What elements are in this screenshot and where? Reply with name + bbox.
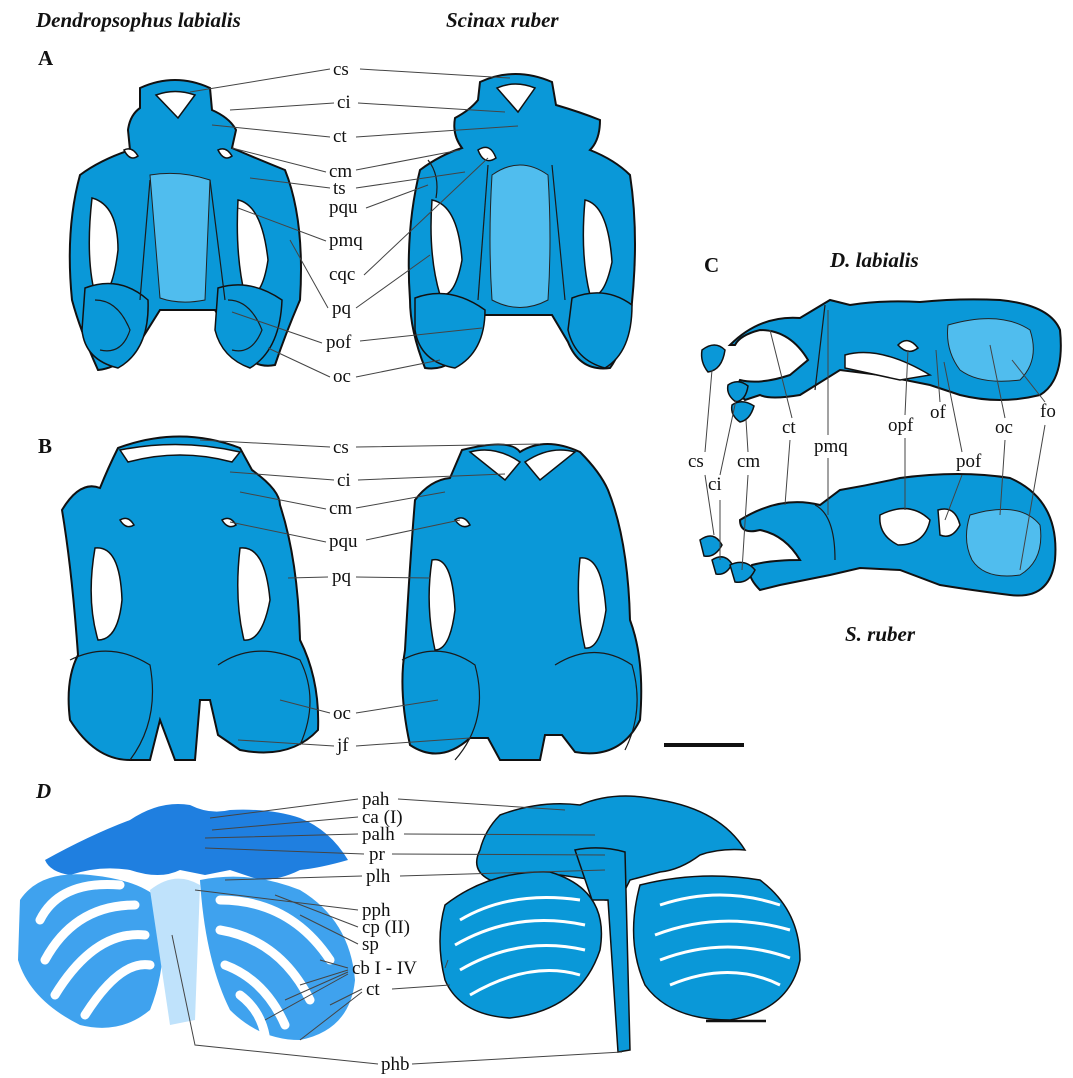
panel-label-d: D xyxy=(35,779,51,803)
panel-label-b: B xyxy=(38,434,52,458)
label-d-plh: plh xyxy=(366,866,391,887)
label-b-ci: ci xyxy=(337,470,351,491)
panel-c-dlabialis-lateral xyxy=(702,299,1061,422)
label-b-pq: pq xyxy=(332,566,352,587)
label-a-pof: pof xyxy=(326,332,352,353)
label-c-cm: cm xyxy=(737,451,760,472)
panel-b-sruber-skull xyxy=(402,444,641,760)
label-d-ct: ct xyxy=(366,979,380,1000)
label-a-pmq: pmq xyxy=(329,230,363,251)
panel-c-sruber-lateral xyxy=(700,474,1055,596)
label-b-jf: jf xyxy=(336,735,349,756)
label-a-pqu: pqu xyxy=(329,197,358,218)
label-c-pof: pof xyxy=(956,451,982,472)
label-c-of: of xyxy=(930,402,947,423)
label-b-cm: cm xyxy=(329,498,352,519)
label-a-ts: ts xyxy=(333,178,346,199)
panel-a-sruber-skull xyxy=(409,74,635,369)
label-a-cqc: cqc xyxy=(329,264,355,285)
label-a-pq: pq xyxy=(332,298,352,319)
label-b-pqu: pqu xyxy=(329,531,358,552)
label-c-oc: oc xyxy=(995,417,1013,438)
label-c-cs: cs xyxy=(688,451,704,472)
label-a-cs: cs xyxy=(333,59,349,80)
title-c-dlabialis: D. labialis xyxy=(829,248,919,272)
title-c-sruber: S. ruber xyxy=(845,622,916,646)
label-a-ct: ct xyxy=(333,126,347,147)
label-b-oc: oc xyxy=(333,703,351,724)
label-c-ct: ct xyxy=(782,417,796,438)
panel-b-dlabialis-skull xyxy=(62,437,318,761)
panel-a-dlabialis-skull xyxy=(70,80,301,370)
label-c-fo: fo xyxy=(1040,401,1056,422)
title-scinax-ruber: Scinax ruber xyxy=(446,8,559,32)
label-d-phb: phb xyxy=(381,1054,410,1075)
label-d-palh: palh xyxy=(362,824,395,845)
label-c-pmq: pmq xyxy=(814,436,848,457)
label-d-cb: cb I - IV xyxy=(352,958,417,979)
label-a-oc: oc xyxy=(333,366,351,387)
label-d-pr: pr xyxy=(369,844,386,865)
label-b-cs: cs xyxy=(333,437,349,458)
label-c-ci: ci xyxy=(708,474,722,495)
label-c-opf: opf xyxy=(888,415,914,436)
panel-label-a: A xyxy=(38,46,54,70)
title-dendropsophus-labialis: Dendropsophus labialis xyxy=(35,8,241,32)
label-d-sp: sp xyxy=(362,934,379,955)
label-a-ci: ci xyxy=(337,92,351,113)
panel-label-c: C xyxy=(704,253,719,277)
